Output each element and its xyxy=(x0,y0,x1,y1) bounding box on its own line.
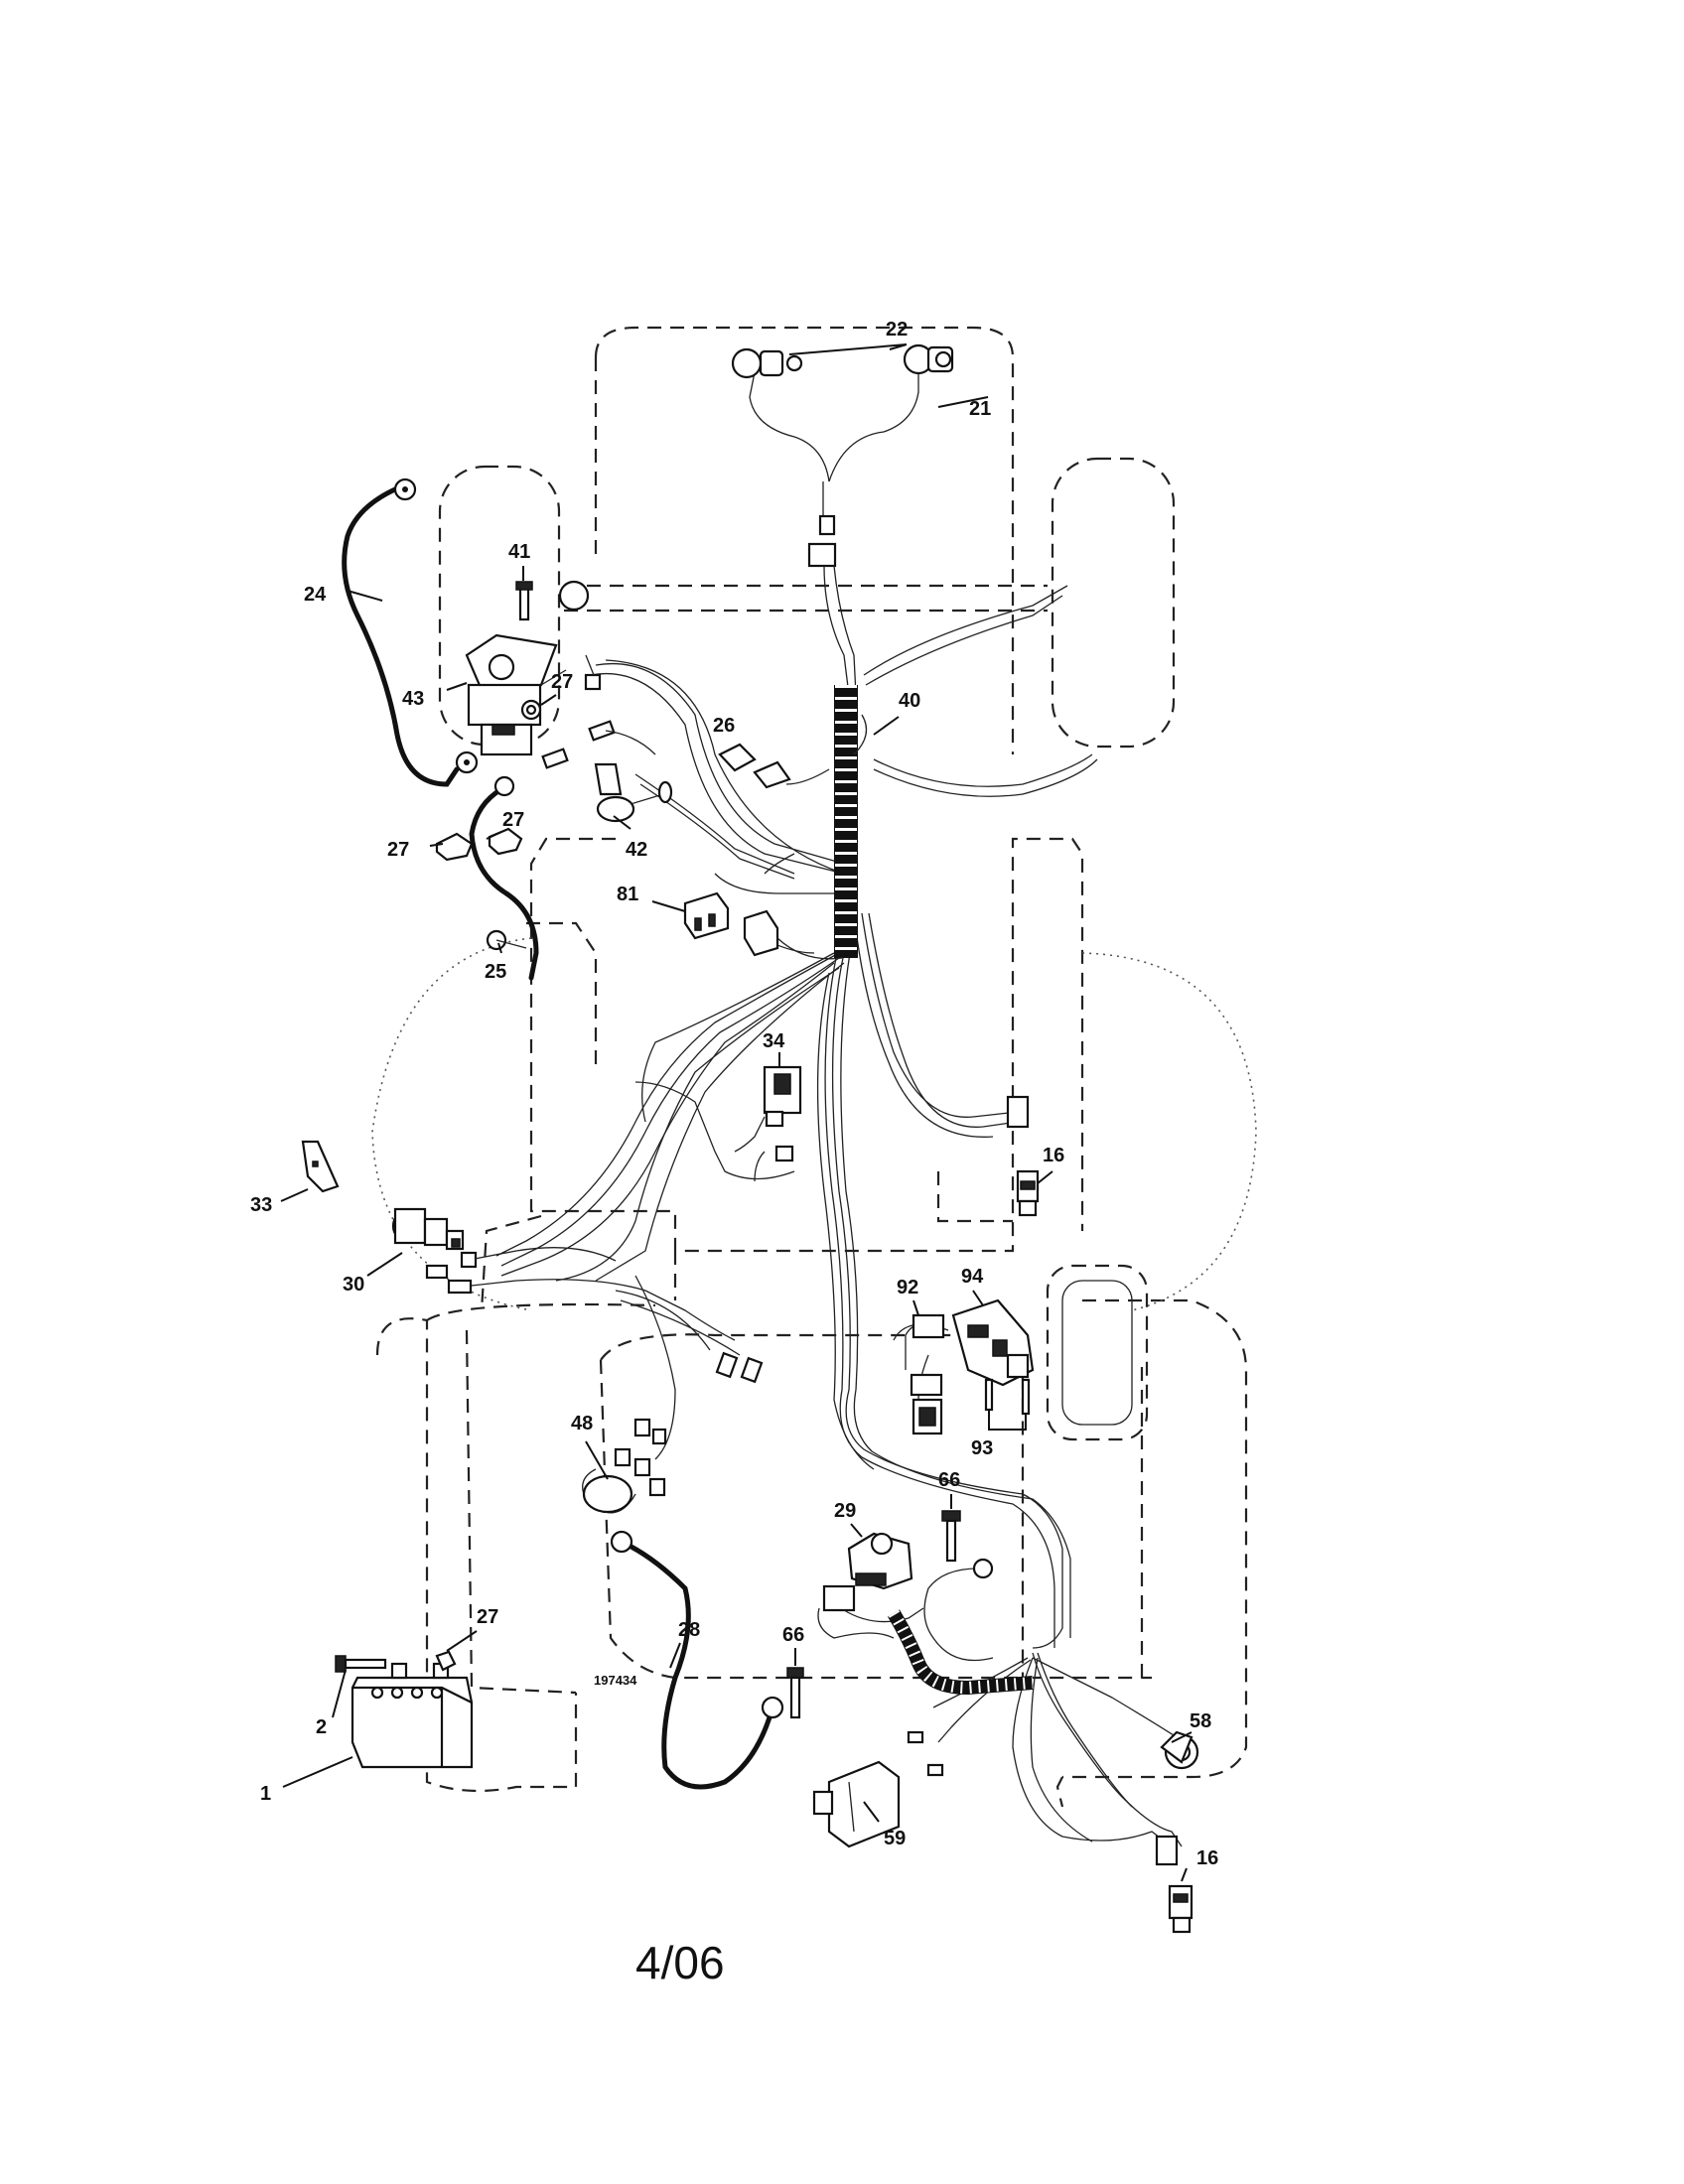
nut-27-left xyxy=(435,832,474,862)
front-right-wheel-outline xyxy=(1051,457,1176,749)
battery-cells xyxy=(370,1686,444,1700)
callout-41: 41 xyxy=(508,541,530,563)
light-switch-34 xyxy=(734,1065,802,1162)
nut-27-upper xyxy=(520,699,542,721)
rear-harness-conduit xyxy=(887,1609,1034,1696)
headlight-connector xyxy=(807,542,837,568)
drawing-number: 197434 xyxy=(594,1673,637,1688)
headlight-bulb-left xyxy=(731,347,803,379)
bolt-66-lower xyxy=(786,1667,804,1719)
seat-switch-pad xyxy=(1046,1264,1149,1441)
connector-16-upper xyxy=(1006,1095,1040,1217)
headlight-bulb-right xyxy=(903,343,954,375)
fan-connectors xyxy=(615,1275,764,1460)
callout-16: 16 xyxy=(1043,1145,1064,1166)
callout-24: 24 xyxy=(304,584,327,606)
callout-labels: 22 21 24 41 43 27 26 40 27 27 42 81 25 3… xyxy=(250,319,1218,1869)
callout-42: 42 xyxy=(626,839,647,861)
callout-81: 81 xyxy=(617,884,638,905)
battery-cable-25 xyxy=(469,786,539,981)
revision-date: 4/06 xyxy=(635,1937,725,1988)
callout-66: 66 xyxy=(938,1469,960,1491)
screws-93 xyxy=(984,1378,1031,1416)
callout-29: 29 xyxy=(834,1500,856,1522)
callout-30: 30 xyxy=(343,1274,364,1296)
headlight-harness xyxy=(731,343,954,568)
rear-deck-outline xyxy=(600,1333,1025,1688)
callout-34: 34 xyxy=(763,1030,785,1052)
callout-27: 27 xyxy=(551,671,573,693)
pto-switch-29 xyxy=(817,1532,924,1639)
grommet-42 xyxy=(596,780,673,823)
callout-21: 21 xyxy=(969,398,991,420)
ignition-switch-30 xyxy=(391,1207,736,1341)
callout-25: 25 xyxy=(485,961,506,983)
connector-26 xyxy=(718,743,830,789)
callout-66: 66 xyxy=(782,1624,804,1646)
nut-27-battery xyxy=(435,1650,457,1672)
starter-solenoid xyxy=(465,633,567,756)
battery xyxy=(351,1662,474,1769)
callout-27: 27 xyxy=(477,1606,498,1628)
callout-43: 43 xyxy=(402,688,424,710)
seat-switch-harness-92 xyxy=(905,1313,945,1435)
frame-outline xyxy=(480,837,1084,1311)
callout-16: 16 xyxy=(1196,1847,1218,1869)
fender-outline xyxy=(426,1298,1248,1779)
callout-33: 33 xyxy=(250,1194,272,1216)
relay-81 xyxy=(683,891,843,960)
connector-16-lower xyxy=(1155,1835,1193,1934)
callout-22: 22 xyxy=(886,319,908,341)
cable-terminal-24-top xyxy=(393,478,417,501)
callout-28: 28 xyxy=(678,1619,700,1641)
callout-93: 93 xyxy=(971,1437,993,1459)
callout-92: 92 xyxy=(897,1277,918,1298)
callout-27: 27 xyxy=(502,809,524,831)
hood-outline xyxy=(594,326,1015,754)
front-axle-outline xyxy=(564,584,1048,613)
callout-48: 48 xyxy=(571,1413,593,1434)
seat-switch-94 xyxy=(951,1298,1035,1387)
cable-terminal-24-bottom xyxy=(455,751,479,774)
callout-2: 2 xyxy=(316,1716,327,1738)
solenoid-screw xyxy=(515,581,533,621)
battery-bolt xyxy=(335,1655,387,1673)
battery-cable-28 xyxy=(623,1541,772,1790)
callout-1: 1 xyxy=(260,1783,271,1805)
mower-deck-outline xyxy=(371,937,1257,1311)
callout-94: 94 xyxy=(961,1266,984,1288)
callout-26: 26 xyxy=(713,715,735,737)
tractor-outline xyxy=(375,326,1248,1808)
ground-wire xyxy=(923,1568,994,1662)
nut-27-right xyxy=(488,827,523,856)
bolt-66-upper xyxy=(941,1510,961,1563)
harness-conduit xyxy=(834,685,868,958)
ignition-module-59 xyxy=(812,1760,901,1848)
callout-59: 59 xyxy=(884,1828,906,1849)
callout-40: 40 xyxy=(899,690,920,712)
leader-lines xyxy=(280,396,1193,1882)
key-switch-58 xyxy=(1160,1730,1199,1770)
tail-lamp-48 xyxy=(582,1418,667,1514)
callout-58: 58 xyxy=(1190,1710,1211,1732)
bracket-33 xyxy=(301,1140,340,1193)
callout-27: 27 xyxy=(387,839,409,861)
battery-cable-24 xyxy=(342,485,460,787)
main-harness-wires xyxy=(495,565,1183,1847)
